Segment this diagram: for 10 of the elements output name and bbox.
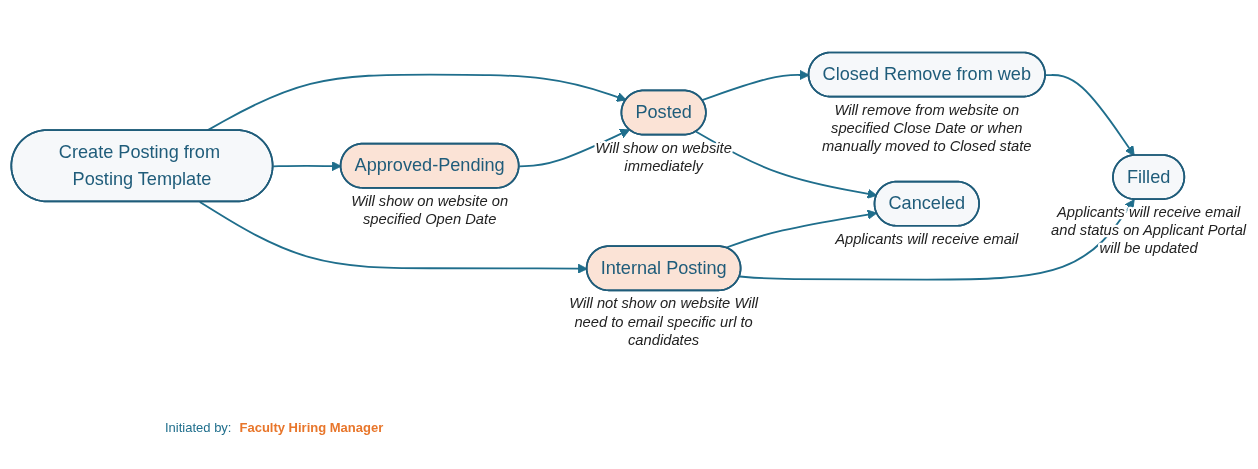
- role-text: Faculty Hiring Manager: [239, 420, 384, 435]
- node-note: Will show on website on specified Open Date: [351, 192, 509, 228]
- note-text: Initiated by:: [165, 420, 232, 435]
- arrow: [206, 73, 627, 132]
- node-note: Will remove from website on specified Close Date or when manually moved to Closed state: [822, 101, 1032, 154]
- arrow: [738, 199, 1135, 281]
- arrow: [518, 129, 630, 168]
- node-note: Will not show on website Will need to email specific url to candidates: [569, 295, 758, 348]
- arrow: [724, 209, 878, 249]
- node-note: Applicants will receive email: [835, 230, 1019, 247]
